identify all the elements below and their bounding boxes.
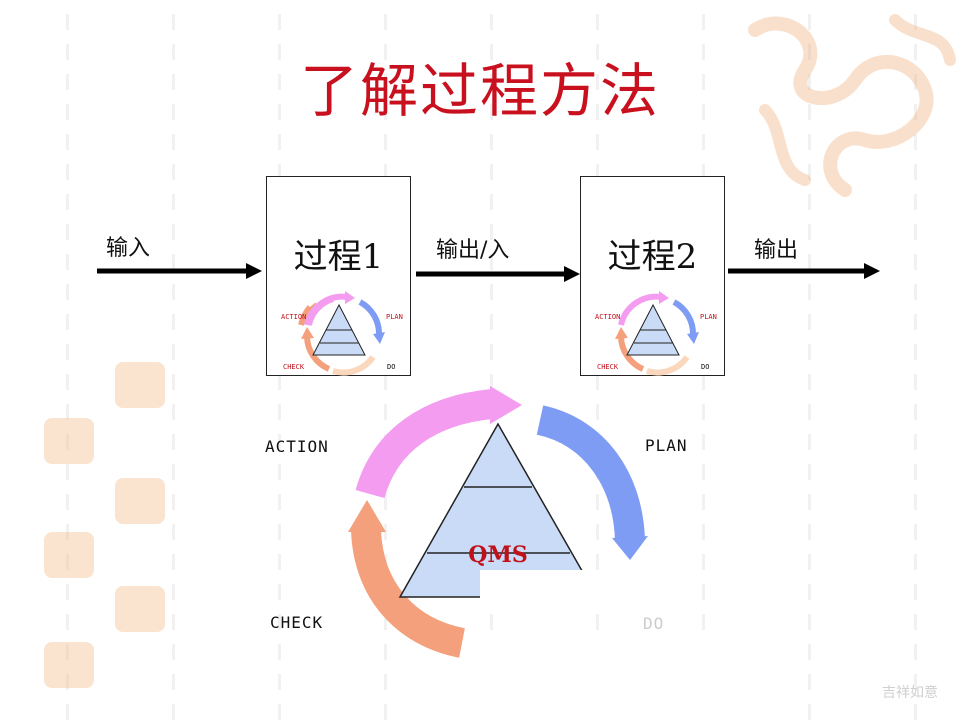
process-box-1: 过程1 ACTION PLAN CHECK DO bbox=[266, 176, 411, 376]
decorative-large-seal bbox=[745, 0, 960, 200]
qms-label: QMS bbox=[468, 542, 527, 568]
mini-pdca-diagram-1: ACTION PLAN CHECK DO bbox=[281, 291, 403, 376]
output-arrow bbox=[728, 263, 880, 279]
plan-label: PLAN bbox=[645, 436, 688, 455]
decorative-seal bbox=[115, 478, 165, 524]
pyramid-occluder bbox=[480, 570, 610, 610]
mini-do-label-2: DO bbox=[701, 363, 709, 371]
decorative-seal bbox=[44, 532, 94, 578]
do-label: DO bbox=[643, 614, 665, 633]
mini-action-label-1: ACTION bbox=[281, 313, 306, 321]
mini-check-label-1: CHECK bbox=[283, 363, 305, 371]
large-seal-graphic bbox=[748, 14, 956, 197]
watermark-text: 吉祥如意 bbox=[882, 685, 938, 701]
mini-check-label-2: CHECK bbox=[597, 363, 619, 371]
action-arrowhead bbox=[490, 386, 522, 424]
input-label: 输入 bbox=[106, 236, 151, 261]
mini-pdca-diagram-2: ACTION PLAN CHECK DO bbox=[595, 291, 717, 376]
mini-plan-label-2: PLAN bbox=[700, 313, 717, 321]
action-arc bbox=[355, 389, 494, 499]
decorative-seal bbox=[115, 362, 165, 408]
check-label: CHECK bbox=[270, 613, 324, 632]
middle-label: 输出/入 bbox=[436, 238, 510, 263]
mini-plan-label-1: PLAN bbox=[386, 313, 403, 321]
process-2-label: 过程2 bbox=[607, 237, 698, 277]
decorative-seal bbox=[44, 418, 94, 464]
decorative-seal bbox=[115, 586, 165, 632]
action-label: ACTION bbox=[265, 437, 329, 456]
page-title: 了解过程方法 bbox=[299, 57, 660, 125]
decorative-seal bbox=[44, 642, 94, 688]
process-1-label: 过程1 bbox=[293, 237, 384, 277]
check-arc bbox=[351, 529, 466, 658]
middle-arrow bbox=[416, 266, 580, 282]
bottom-occluder bbox=[470, 630, 770, 720]
plan-arrowhead bbox=[612, 536, 648, 560]
input-arrow bbox=[97, 263, 262, 279]
process-box-2: 过程2 ACTION PLAN CHECK DO bbox=[580, 176, 725, 376]
mini-do-label-1: DO bbox=[387, 363, 395, 371]
check-arrowhead bbox=[348, 500, 386, 532]
output-label: 输出 bbox=[754, 238, 799, 263]
plan-arc bbox=[536, 405, 645, 541]
mini-action-label-2: ACTION bbox=[595, 313, 620, 321]
